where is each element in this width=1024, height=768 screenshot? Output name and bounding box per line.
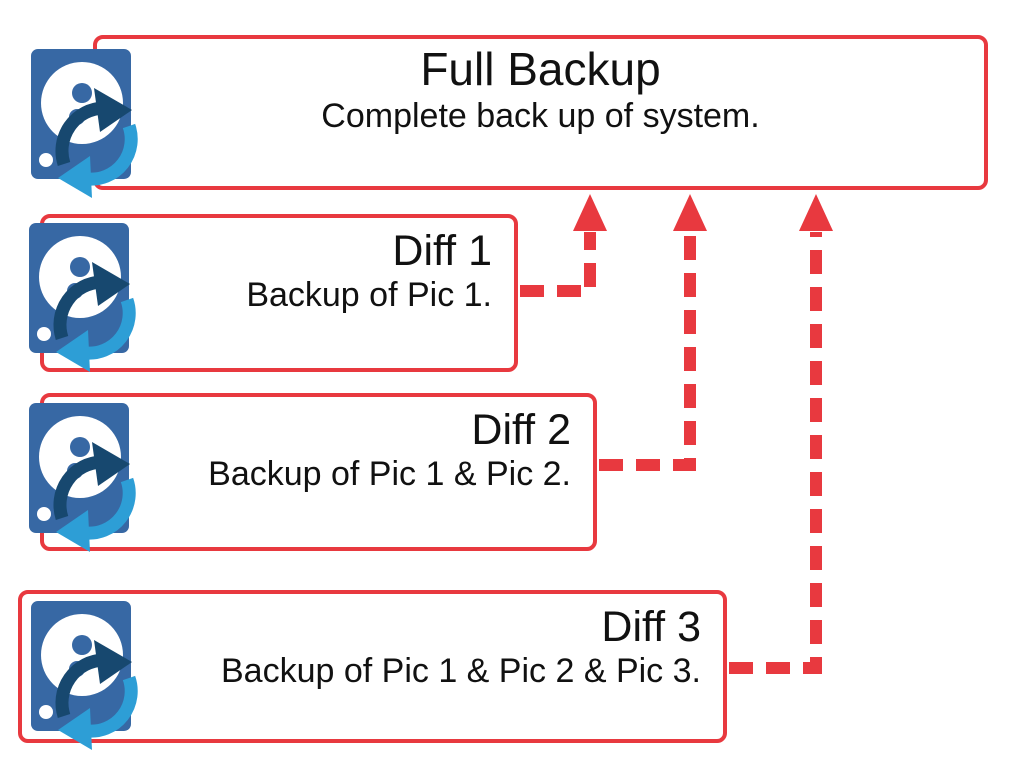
- diff-2-to-full-arrow: [599, 194, 707, 471]
- diff-3-text: Diff 3 Backup of Pic 1 & Pic 2 & Pic 3.: [22, 594, 723, 693]
- diff-1-subtitle: Backup of Pic 1.: [246, 276, 492, 315]
- diff-2-box: Diff 2 Backup of Pic 1 & Pic 2.: [40, 393, 597, 551]
- diff-3-subtitle: Backup of Pic 1 & Pic 2 & Pic 3.: [220, 652, 701, 691]
- diff-3-box: Diff 3 Backup of Pic 1 & Pic 2 & Pic 3.: [18, 590, 727, 743]
- diff-2-subtitle: Backup of Pic 1 & Pic 2.: [208, 455, 571, 494]
- arrow-up-icon: [799, 194, 833, 231]
- diff-1-box: Diff 1 Backup of Pic 1.: [40, 214, 518, 372]
- diff-3-to-full-arrow: [729, 194, 833, 674]
- arrow-up-icon: [573, 194, 607, 231]
- arrow-up-icon: [673, 194, 707, 231]
- full-backup-title: Full Backup: [420, 43, 661, 95]
- diff-2-text: Diff 2 Backup of Pic 1 & Pic 2.: [44, 397, 593, 496]
- diff-2-title: Diff 2: [471, 406, 571, 454]
- full-backup-subtitle: Complete back up of system.: [321, 96, 760, 135]
- diff-3-title: Diff 3: [601, 603, 701, 651]
- diff-1-title: Diff 1: [392, 227, 492, 275]
- full-backup-text: Full Backup Complete back up of system.: [97, 39, 984, 137]
- diff-1-to-full-arrow: [520, 194, 607, 297]
- full-backup-box: Full Backup Complete back up of system.: [93, 35, 988, 190]
- diff-1-text: Diff 1 Backup of Pic 1.: [44, 218, 514, 317]
